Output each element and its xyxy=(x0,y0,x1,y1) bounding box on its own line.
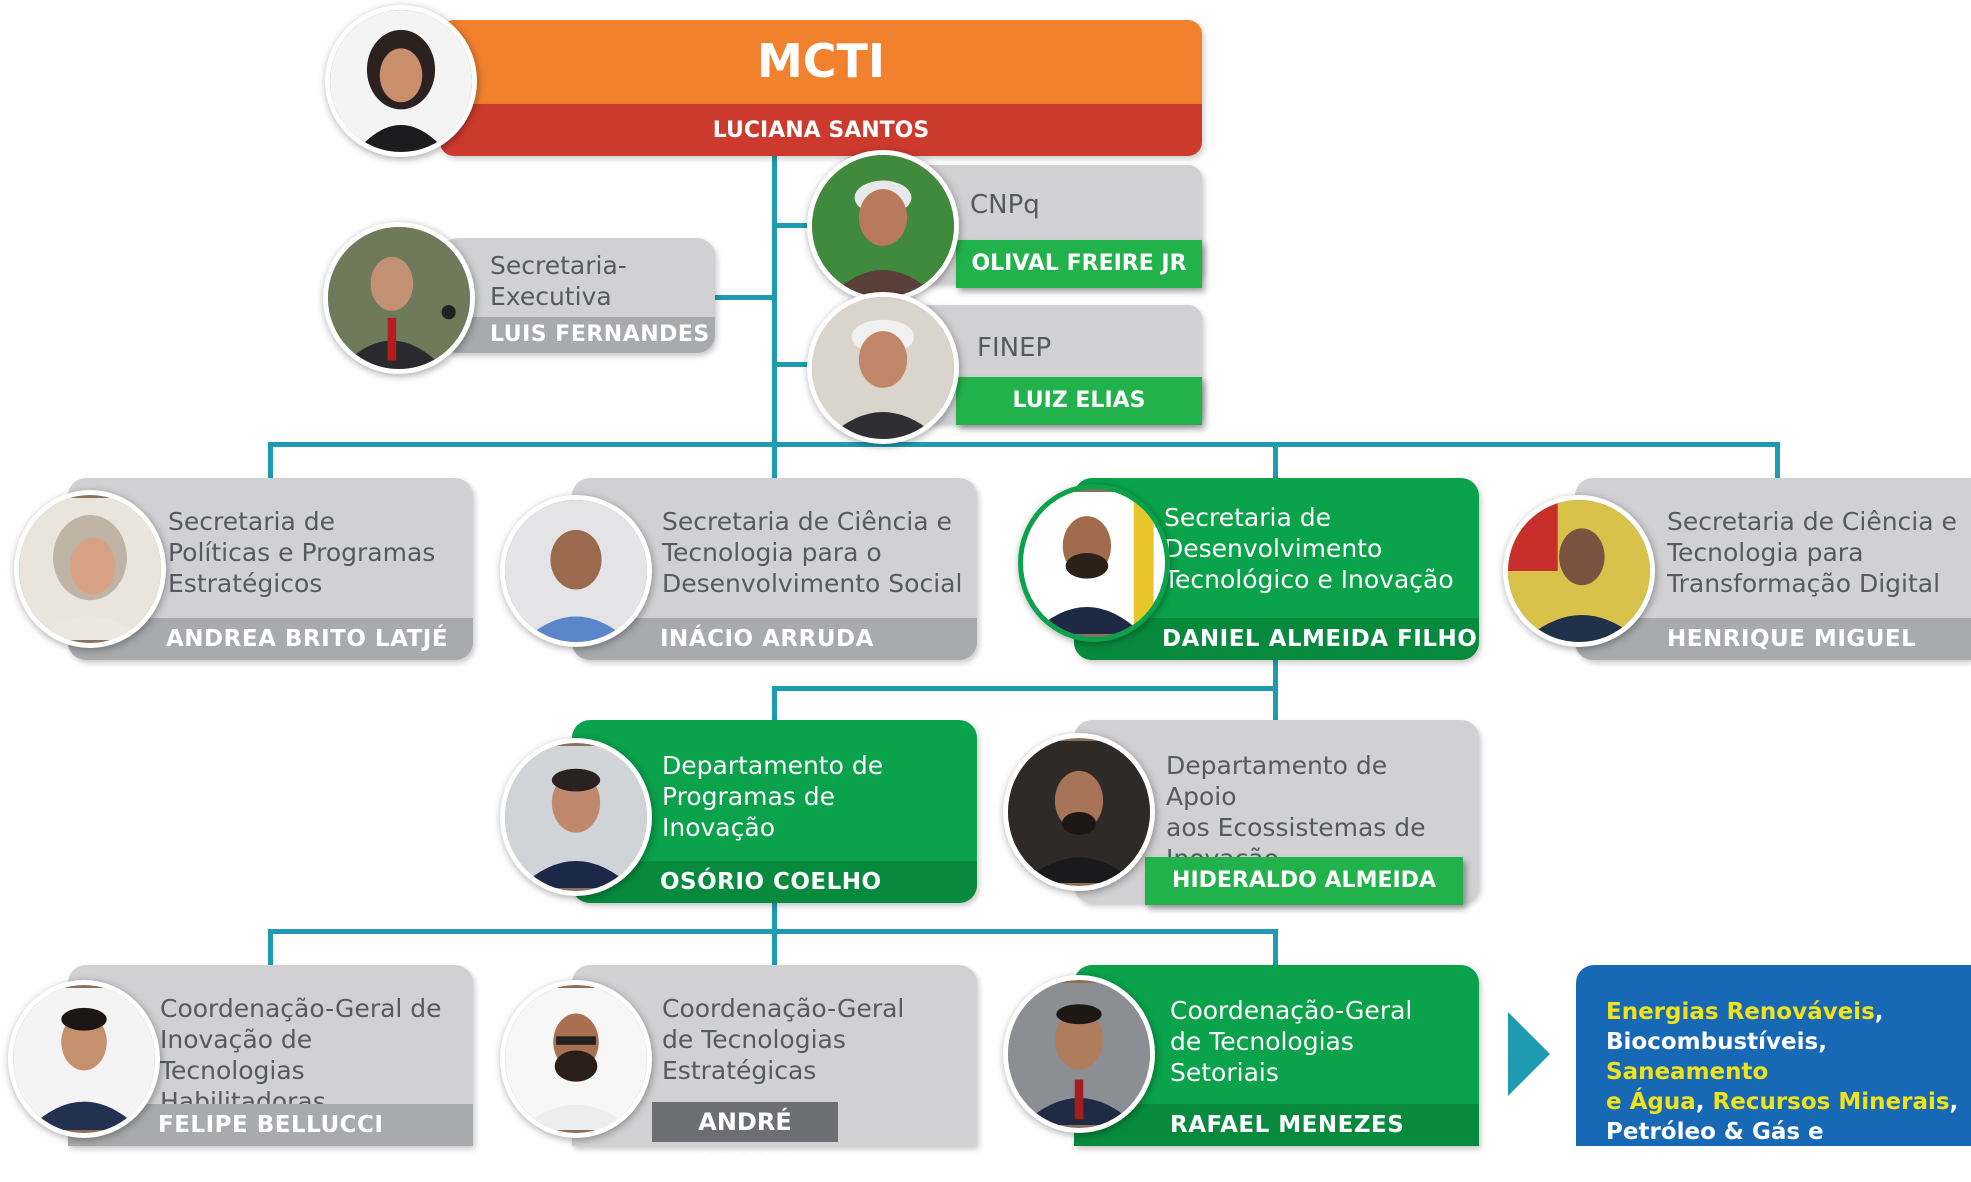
sector-item-4: Saneamento e Água xyxy=(1606,1059,1769,1115)
portrait-icon xyxy=(812,155,954,297)
mcti-title-band xyxy=(440,20,1202,104)
secretaria-3-name: DANIEL ALMEIDA FILHO xyxy=(1074,618,1479,660)
portrait-icon xyxy=(1023,492,1165,634)
photo-osorio-coelho xyxy=(500,738,652,896)
photo-daniel-almeida xyxy=(1018,484,1170,642)
secretaria-1-title: Secretaria de Políticas e Programas Estr… xyxy=(168,507,436,598)
connector-secretarias-horizontal xyxy=(268,442,1780,447)
sector-item-2: Biocombustíveis xyxy=(1606,1029,1819,1055)
mcti-title: MCTI xyxy=(756,34,886,88)
finep-title: FINEP xyxy=(977,333,1052,363)
connector-departamento-1 xyxy=(772,686,777,722)
portrait-icon xyxy=(812,297,954,439)
coordenacao-3-name: RAFAEL MENEZES xyxy=(1074,1104,1479,1146)
secretaria-3-title: Secretaria de Desenvolvimento Tecnológic… xyxy=(1164,503,1454,594)
connector-departamentos-horizontal xyxy=(772,686,1278,691)
portrait-icon xyxy=(328,227,470,369)
secretaria-2-title: Secretaria de Ciência e Tecnologia para … xyxy=(662,507,963,598)
secretaria-1-name: ANDREA BRITO LATJÉ xyxy=(68,618,473,660)
portrait-icon xyxy=(505,988,647,1130)
connector-secretaria-1 xyxy=(268,442,273,480)
secretaria-2-name: INÁCIO ARRUDA xyxy=(572,618,977,660)
finep-name-badge: LUIZ ELIAS xyxy=(956,377,1202,425)
connector-secretaria-4 xyxy=(1775,442,1780,480)
portrait-icon xyxy=(1008,983,1150,1125)
photo-luciana-santos xyxy=(325,5,477,157)
portrait-icon xyxy=(19,498,161,640)
portrait-icon xyxy=(1508,500,1650,642)
connector-coordenacao-2 xyxy=(772,929,777,965)
portrait-icon xyxy=(505,500,647,642)
node-secretaria-transformacao-digital[interactable]: Secretaria de Ciência e Tecnologia para … xyxy=(1575,478,1971,660)
sector-item-0: Energias Renováveis xyxy=(1606,999,1875,1025)
connector-dpi-down xyxy=(772,903,777,933)
sector-item-6: Recursos Minerais xyxy=(1712,1089,1950,1115)
photo-inacio-arruda xyxy=(500,495,652,647)
photo-felipe-bellucci xyxy=(8,980,160,1138)
secretaria-executiva-name: LUIS FERNANDES xyxy=(440,317,715,353)
portrait-icon xyxy=(505,746,647,888)
departamento-2-title: Departamento de Apoio aos Ecossistemas d… xyxy=(1166,751,1426,873)
sectors-box: Energias Renováveis, Biocombustíveis, Sa… xyxy=(1576,965,1971,1175)
coordenacao-1-title: Coordenação-Geral de Inovação de Tecnolo… xyxy=(160,994,442,1116)
connector-cnpq xyxy=(772,223,810,228)
photo-henrique-miguel xyxy=(1503,495,1655,647)
photo-andrea-brito xyxy=(14,490,166,648)
coordenacao-2-title: Coordenação-Geral de Tecnologias Estraté… xyxy=(662,994,905,1085)
arrow-right-icon xyxy=(1508,1012,1550,1096)
photo-olival-freire xyxy=(807,150,959,302)
sector-item-5: , xyxy=(1695,1089,1713,1115)
mcti-name-band xyxy=(440,104,1202,156)
photo-andre-ramos xyxy=(500,980,652,1138)
connector-secretaria-2 xyxy=(772,442,777,480)
portrait-icon xyxy=(13,988,155,1130)
connector-coordenacao-1 xyxy=(268,929,273,965)
photo-hideraldo-almeida xyxy=(1003,733,1155,891)
departamento-2-name-badge: HIDERALDO ALMEIDA xyxy=(1145,857,1463,905)
departamento-1-name: OSÓRIO COELHO xyxy=(572,861,977,903)
photo-luiz-elias xyxy=(807,292,959,444)
connector-sdti-down xyxy=(1273,660,1278,690)
sector-item-8: Petróleo & Gás e Transporte xyxy=(1606,1119,1824,1175)
mcti-name: LUCIANA SANTOS xyxy=(712,118,930,143)
portrait-icon xyxy=(330,10,472,152)
cnpq-name-badge: OLIVAL FREIRE JR xyxy=(956,240,1202,288)
sector-item-1: , xyxy=(1874,999,1884,1025)
node-secretaria-executiva[interactable]: Secretaria- Executiva LUIS FERNANDES xyxy=(440,238,715,353)
connector-secretaria-3 xyxy=(1273,442,1278,480)
secretaria-4-name: HENRIQUE MIGUEL xyxy=(1575,618,1971,660)
connector-departamento-2 xyxy=(1273,686,1278,722)
connector-finep xyxy=(772,362,810,367)
node-mcti[interactable]: MCTI LUCIANA SANTOS xyxy=(440,20,1202,156)
photo-rafael-menezes xyxy=(1003,975,1155,1133)
portrait-icon xyxy=(1008,741,1150,883)
connector-secretaria-executiva xyxy=(712,295,774,300)
secretaria-executiva-title: Secretaria- Executiva xyxy=(490,251,627,311)
secretaria-4-title: Secretaria de Ciência e Tecnologia para … xyxy=(1667,507,1957,598)
connector-root-vertical xyxy=(772,135,777,445)
connector-coordenacao-3 xyxy=(1273,929,1278,965)
coordenacao-2-name-badge: ANDRÉ RAMOS xyxy=(652,1102,838,1176)
sectors-text: Energias Renováveis, Biocombustíveis, Sa… xyxy=(1606,997,1961,1177)
departamento-1-title: Departamento de Programas de Inovação xyxy=(662,751,884,842)
coordenacao-3-title: Coordenação-Geral de Tecnologias Setoria… xyxy=(1170,996,1413,1087)
sector-item-7: , xyxy=(1949,1089,1959,1115)
photo-luis-fernandes xyxy=(323,222,475,374)
cnpq-title: CNPq xyxy=(970,190,1040,220)
sector-item-3: , xyxy=(1818,1029,1827,1055)
